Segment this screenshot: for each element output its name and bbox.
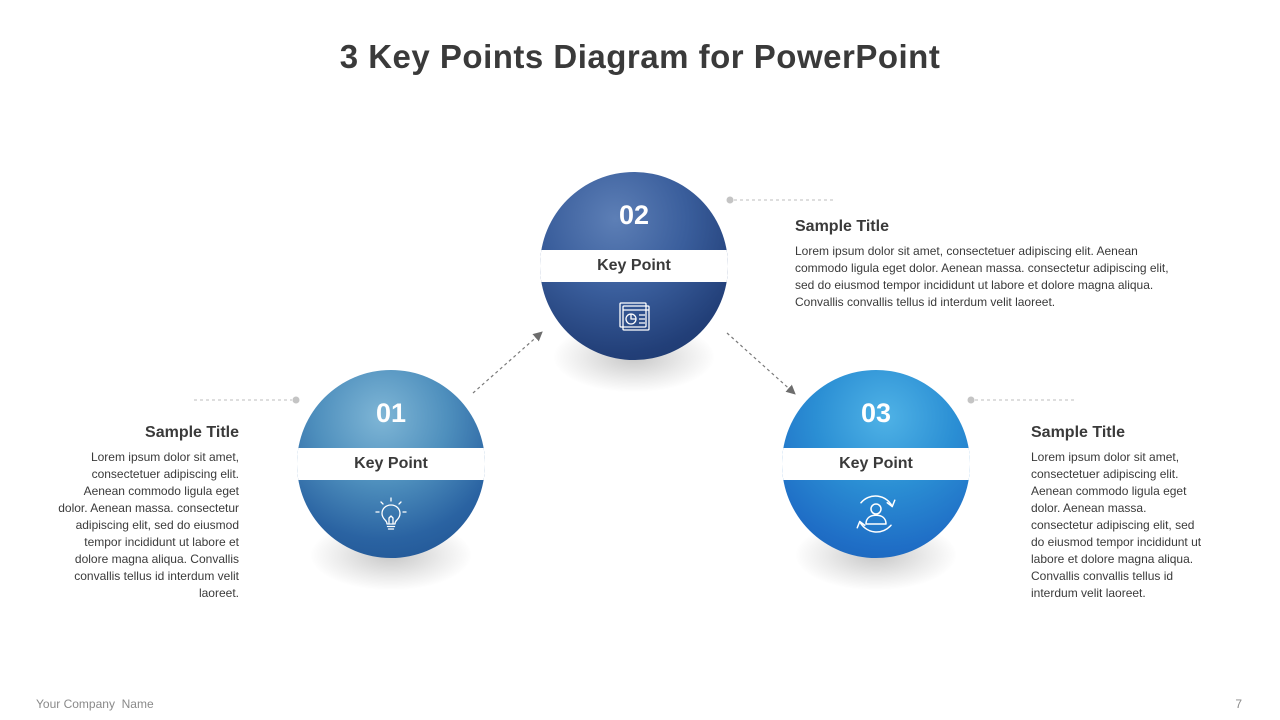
key-point-1-description: Sample Title Lorem ipsum dolor sit amet,… [58,424,239,602]
key-point-2: 02 Key Point [540,172,728,392]
footer-page-number: 7 [1235,697,1242,711]
key-point-label: Key Point [782,448,970,480]
key-point-2-heading: Sample Title [795,218,889,235]
key-point-3-description: Sample Title Lorem ipsum dolor sit amet,… [1031,424,1203,602]
key-point-number: 01 [375,398,407,428]
key-point-2-body: Lorem ipsum dolor sit amet, consectetuer… [795,244,1169,309]
key-point-3-heading: Sample Title [1031,424,1125,441]
key-point-3-body: Lorem ipsum dolor sit amet, consectetuer… [1031,450,1202,600]
lightbulb-icon [375,497,407,530]
key-point-1-body: Lorem ipsum dolor sit amet, consectetuer… [58,450,239,600]
key-point-label: Key Point [540,250,728,282]
presentation-icon [619,302,650,331]
leader-dot-1 [292,396,300,404]
footer-company-name: Your Company Name [36,697,154,711]
key-point-number: 03 [860,398,892,428]
key-point-label: Key Point [297,448,485,480]
leader-dot-3 [967,396,975,404]
key-point-circle: 01 Key Point [297,370,485,558]
leader-dot-2 [726,196,734,204]
key-point-circle: 03 Key Point [782,370,970,558]
key-point-number: 02 [618,200,650,230]
key-point-circle: 02 Key Point [540,172,728,360]
key-point-1-heading: Sample Title [145,424,239,441]
key-point-2-description: Sample Title Lorem ipsum dolor sit amet,… [795,218,1175,311]
arrow-2-to-3 [726,332,796,395]
user-cycle-icon [856,495,896,533]
key-point-3: 03 Key Point [782,370,970,590]
slide-title: 3 Key Points Diagram for PowerPoint [339,38,941,75]
key-point-1: 01 Key Point [297,370,485,590]
